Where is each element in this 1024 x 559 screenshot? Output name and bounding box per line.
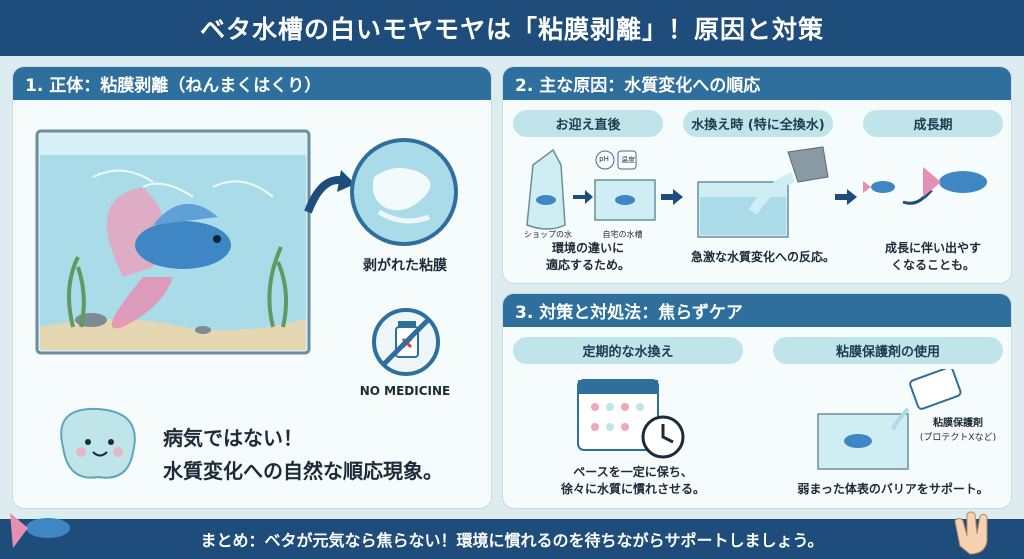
page-title: ベタ水槽の白いモヤモヤは「粘膜剥離」！原因と対策 [199, 15, 824, 44]
arrow-icon [304, 170, 355, 214]
measure-desc-water-change-2: 徐々に水質に慣れさせる。 [560, 482, 705, 496]
calendar-icon [577, 379, 685, 459]
arrow-icon [661, 189, 683, 205]
temperature-tag: 温度 [621, 156, 635, 164]
cause-title-arrival: お迎え直後 [513, 110, 663, 137]
protectant-bottle-tank-illustration [817, 369, 962, 470]
no-medicine-label: NO MEDICINE [359, 384, 451, 398]
measure-desc-protectant: 弱まった体表のバリアをサポート。 [797, 482, 989, 496]
panel-identity: 1. 正体：粘膜剥離（ねんまくはくり） 剥がれた粘膜 NO MEDICINE 病… [12, 66, 492, 509]
summary-footer: まとめ：ベタが元気なら焦らない！環境に慣れるのを待ちながらサポートしましょう。 [0, 519, 1024, 559]
magnified-mucus-circle [350, 138, 458, 246]
waving-hand-icon [954, 511, 988, 555]
panel-identity-header: 1. 正体：粘膜剥離（ねんまくはくり） [13, 67, 491, 100]
title-bar: ベタ水槽の白いモヤモヤは「粘膜剥離」！原因と対策 [0, 0, 1024, 56]
protectant-label-1: 粘膜保護剤 [933, 418, 983, 429]
cause-desc-arrival-2: 適応するため。 [545, 258, 630, 272]
water-pour-illustration [697, 146, 829, 238]
betta-tank-illustration [35, 129, 311, 355]
cause-title-water-change: 水換え時 (特に全換水) [683, 110, 833, 137]
peeled-mucus-label: 剥がれた粘膜 [363, 258, 447, 274]
measure-desc-water-change-1: ペースを一定に保ち、 [573, 465, 693, 479]
betta-fish-icon [10, 513, 70, 548]
panel-causes: 2. 主な原因：水質変化への順応 お迎え直後 pH 温度 ショップの水 自宅の水… [502, 66, 1012, 284]
panel-causes-header: 2. 主な原因：水質変化への順応 [503, 67, 1011, 100]
measure-title-water-change: 定期的な水換え [513, 337, 743, 364]
cause-title-growth: 成長期 [863, 110, 1003, 137]
cause-desc-growth-1: 成長に伴い出やす [884, 241, 981, 255]
protectant-label-2: (プロテクトXなど) [919, 433, 997, 443]
panel-countermeasures-header: 3. 対策と対処法：焦らずケア [503, 294, 1011, 327]
mascot-icon [60, 407, 136, 479]
shop-water-caption: ショップの水 [524, 230, 572, 239]
ph-tag: pH [599, 155, 609, 163]
growing-fish-illustration [863, 167, 987, 205]
arrow-icon [835, 189, 857, 205]
cause-desc-growth-2: くなることも。 [890, 258, 975, 272]
message-line2: 水質変化への自然な順応現象。 [163, 459, 443, 483]
summary-text: まとめ：ベタが元気なら焦らない！環境に慣れるのを待ちながらサポートしましょう。 [200, 531, 824, 550]
cause-desc-water-change: 急激な水質変化への反応。 [690, 250, 835, 264]
message-line1: 病気ではない！ [163, 426, 303, 450]
no-medicine-icon [372, 308, 440, 376]
panel-countermeasures: 3. 対策と対処法：焦らずケア 定期的な水換え ペースを一定に保ち、 徐々に水質… [502, 293, 1012, 509]
bag-to-tank-illustration [526, 148, 656, 230]
cause-desc-arrival-1: 環境の違いに [551, 241, 624, 255]
home-tank-caption: 自宅の水槽 [602, 230, 643, 239]
measure-title-protectant: 粘膜保護剤の使用 [773, 337, 1003, 364]
